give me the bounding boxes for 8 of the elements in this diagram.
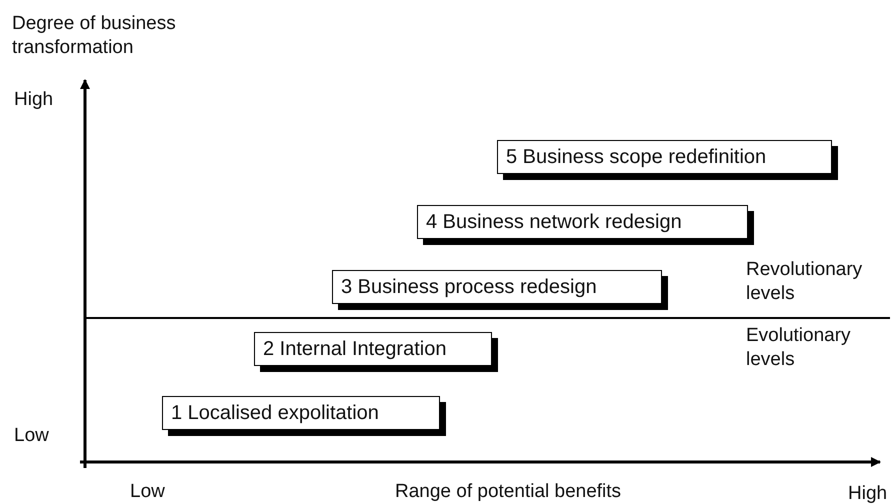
zone-label: Evolutionary levels — [746, 324, 852, 372]
axis-end-label: Low — [14, 424, 50, 448]
axis-title: Degree of business transformation — [12, 12, 177, 60]
axis-end-label: High — [848, 482, 888, 504]
zone-label: Revolutionary levels — [746, 258, 864, 306]
axis-end-label: High — [14, 88, 54, 112]
axis-title: Range of potential benefits — [395, 480, 622, 504]
axis-end-label: Low — [130, 480, 166, 504]
